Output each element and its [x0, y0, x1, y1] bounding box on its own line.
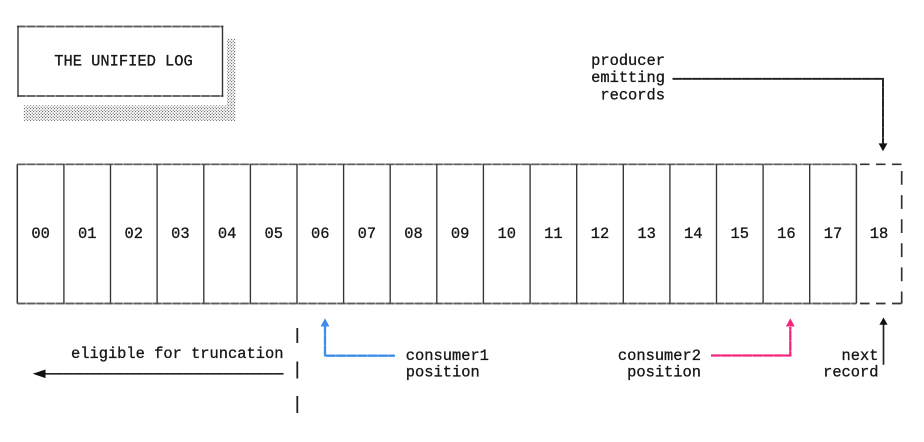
- svg-text:13: 13: [637, 225, 655, 243]
- svg-text:12: 12: [591, 225, 609, 243]
- svg-text:emitting: emitting: [591, 69, 665, 87]
- svg-text:14: 14: [684, 225, 702, 243]
- svg-text:eligible for truncation: eligible for truncation: [71, 345, 283, 363]
- svg-text:producer: producer: [591, 52, 665, 70]
- svg-text:04: 04: [218, 225, 236, 243]
- svg-text:07: 07: [358, 225, 376, 243]
- svg-text:01: 01: [78, 225, 96, 243]
- svg-text:record: record: [823, 363, 878, 381]
- svg-text:position: position: [627, 363, 701, 381]
- svg-text:THE UNIFIED LOG: THE UNIFIED LOG: [54, 53, 193, 71]
- svg-text:03: 03: [171, 225, 189, 243]
- svg-text:17: 17: [824, 225, 842, 243]
- svg-text:05: 05: [264, 225, 282, 243]
- svg-text:consumer2: consumer2: [618, 347, 701, 365]
- svg-text:06: 06: [311, 225, 329, 243]
- svg-text:position: position: [406, 363, 480, 381]
- svg-text:consumer1: consumer1: [406, 347, 489, 365]
- svg-text:02: 02: [125, 225, 143, 243]
- svg-text:08: 08: [404, 225, 422, 243]
- svg-text:next: next: [842, 347, 879, 365]
- svg-text:10: 10: [497, 225, 515, 243]
- svg-text:09: 09: [451, 225, 469, 243]
- svg-text:16: 16: [777, 225, 795, 243]
- svg-text:00: 00: [31, 225, 49, 243]
- svg-text:11: 11: [544, 225, 562, 243]
- svg-text:18: 18: [870, 225, 888, 243]
- svg-text:records: records: [600, 87, 665, 105]
- svg-text:15: 15: [731, 225, 749, 243]
